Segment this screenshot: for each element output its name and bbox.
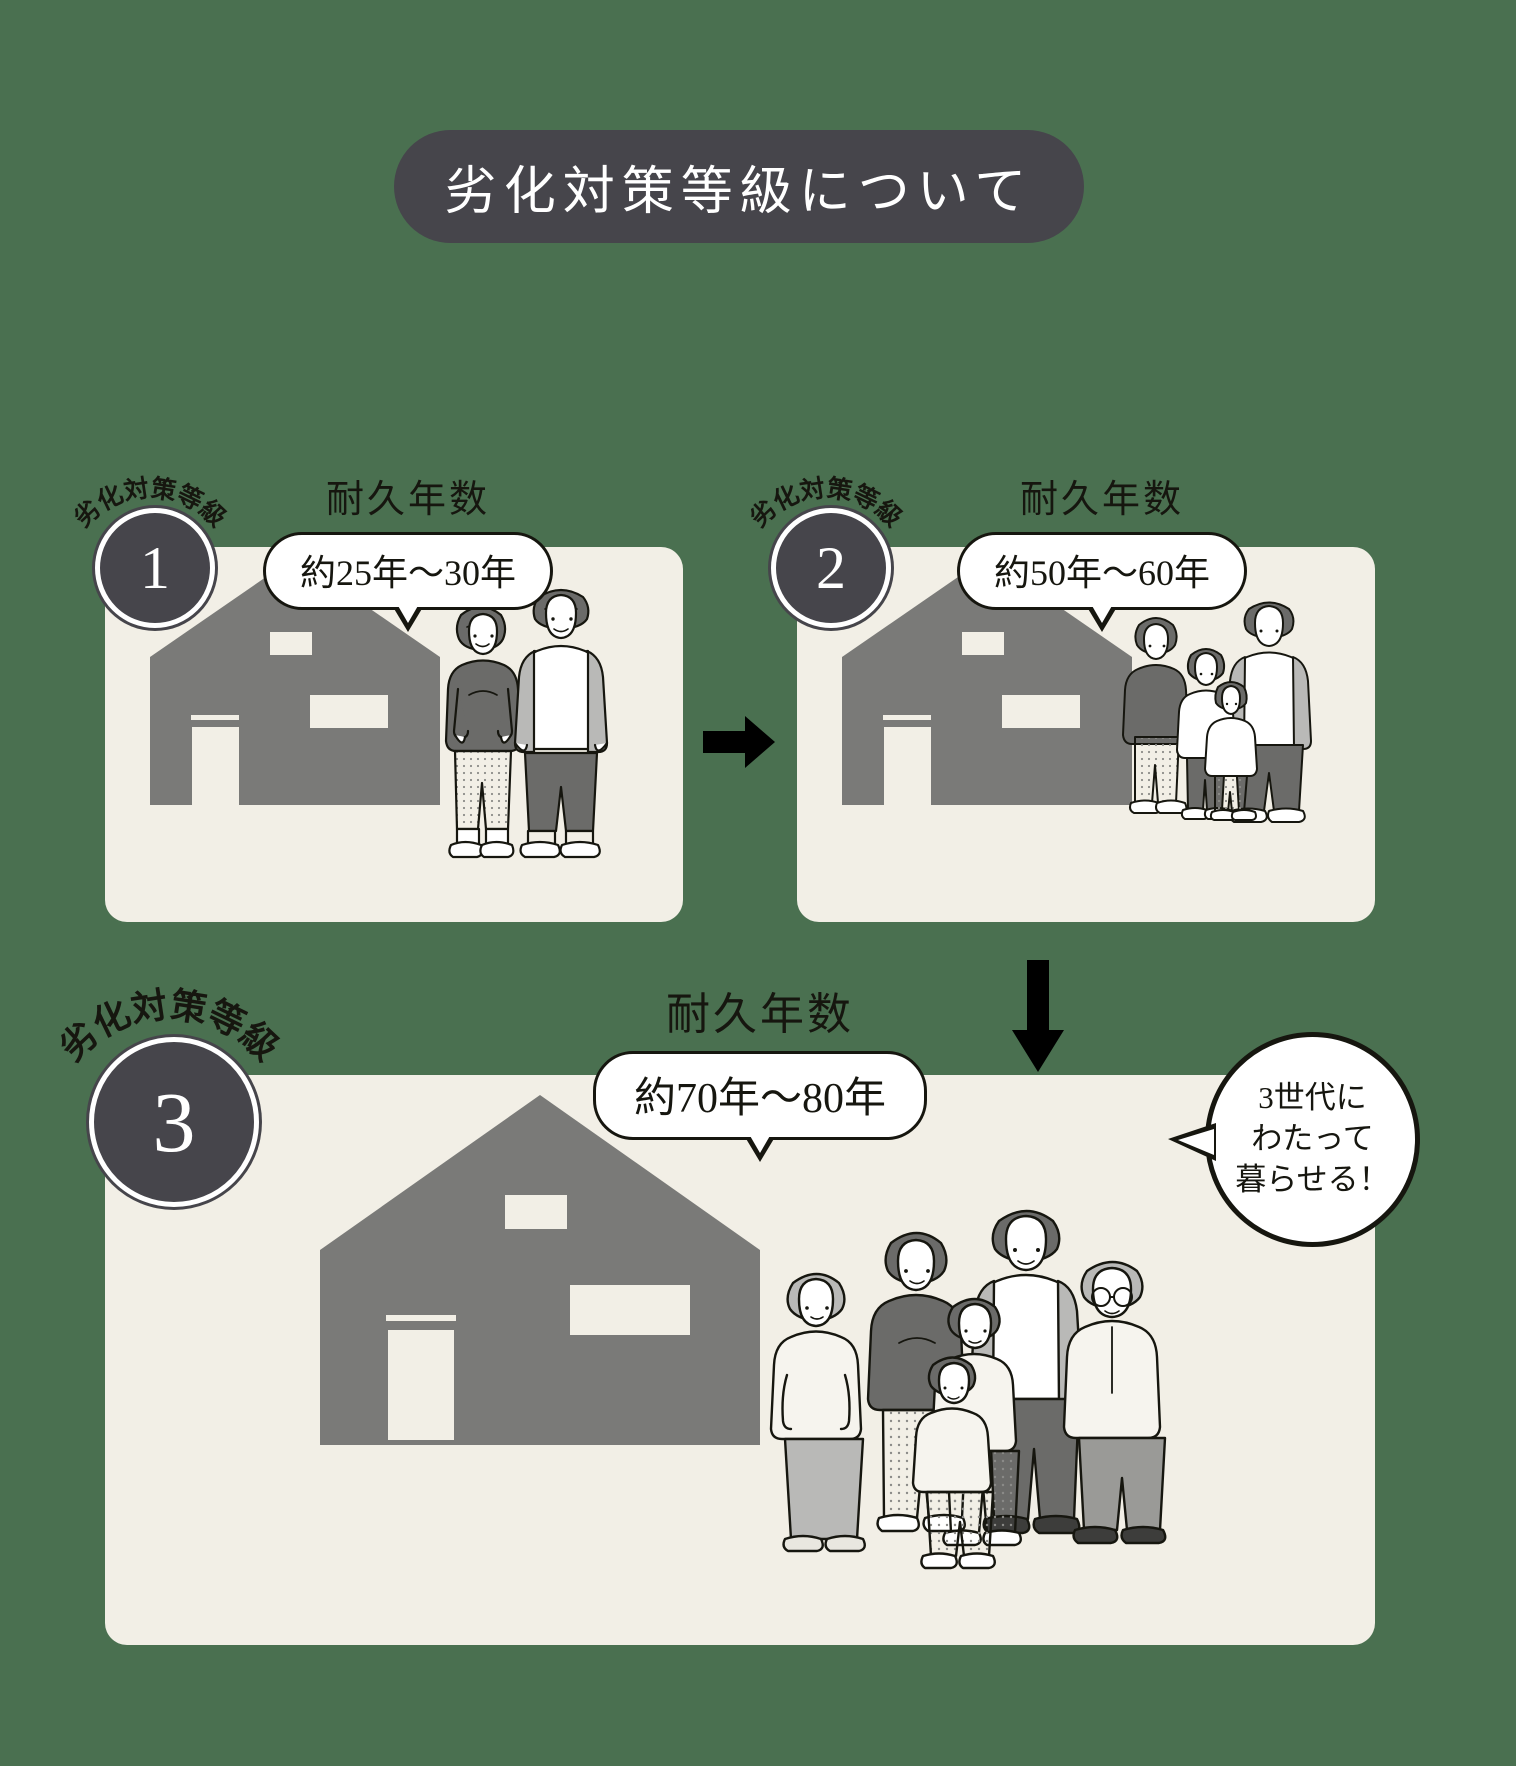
duration-block-1: 耐久年数 約25年～30年 (258, 468, 558, 632)
arrow-down-icon (1012, 960, 1064, 1072)
grade-number-badge-3: 3 (89, 1037, 259, 1207)
pill-tail-1 (392, 604, 423, 632)
grade-number-badge-2: 2 (771, 508, 891, 628)
page-title-pill: 劣化対策等級について (394, 130, 1084, 243)
duration-value-pill-1: 約25年～30年 (262, 532, 553, 632)
duration-label-3: 耐久年数 (666, 990, 854, 1039)
duration-value-1: 約25年～30年 (299, 553, 516, 593)
grade-number-badge-1: 1 (95, 508, 215, 628)
grade-number-2: 2 (816, 534, 846, 601)
duration-block-3: 耐久年数 約70年～80年 (590, 978, 930, 1162)
illustration-grade-1 (150, 557, 609, 859)
duration-label-2: 耐久年数 (1019, 479, 1184, 521)
duration-label-1: 耐久年数 (325, 479, 490, 521)
callout-line-1: 3世代に (1258, 1080, 1367, 1116)
duration-value-pill-3: 約70年～80年 (592, 1051, 927, 1162)
illustration-grade-3 (320, 1095, 1167, 1570)
callout-bubble: 3世代に わたって 暮らせる！ (1168, 1032, 1420, 1247)
duration-value-2: 約50年～60年 (993, 553, 1210, 593)
duration-block-2: 耐久年数 約50年～60年 (952, 468, 1252, 632)
callout-line-2: わたって (1251, 1121, 1374, 1157)
duration-value-3: 約70年～80年 (633, 1076, 886, 1122)
grade-number-1: 1 (140, 534, 170, 601)
arrow-right-icon (703, 716, 775, 768)
page-title: 劣化対策等級について (444, 164, 1034, 221)
callout-tail (1168, 1123, 1216, 1161)
grade-number-3: 3 (152, 1074, 196, 1170)
illustration-grade-2 (842, 557, 1312, 823)
pill-tail-2 (1086, 604, 1117, 632)
callout-text: 3世代に わたって 暮らせる！ (1235, 1078, 1389, 1201)
pill-tail-3 (744, 1134, 775, 1162)
callout-line-3: 暮らせる！ (1235, 1161, 1390, 1197)
duration-value-pill-2: 約50年～60年 (956, 532, 1247, 632)
